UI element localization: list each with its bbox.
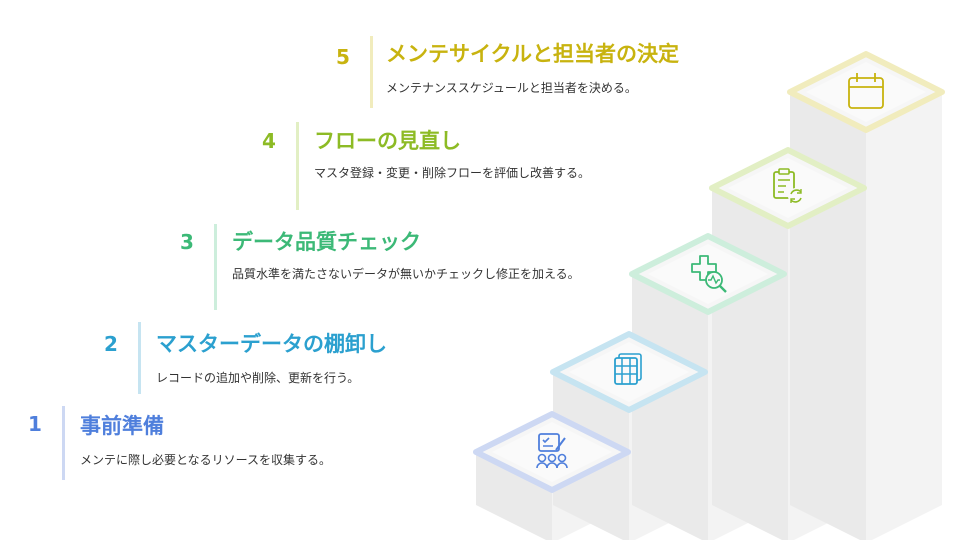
step-title: 事前準備 — [80, 414, 164, 438]
step-riser-left — [476, 452, 552, 540]
step-riser-right — [866, 92, 942, 540]
step-top-inner — [728, 158, 848, 218]
calendar-icon — [848, 73, 884, 109]
step-number: 1 — [28, 412, 42, 436]
health-check-icon — [691, 255, 727, 293]
step-title: メンテサイクルと担当者の決定 — [386, 42, 679, 66]
step-divider — [62, 406, 65, 480]
step-number: 4 — [262, 129, 276, 153]
clipboard-refresh-icon — [773, 168, 804, 204]
step-description: メンテナンススケジュールと担当者を決める。 — [386, 81, 637, 95]
checklist-people-icon — [536, 433, 568, 469]
step-description: メンテに際し必要となるリソースを収集する。 — [80, 453, 332, 467]
spreadsheet-icon — [614, 353, 642, 385]
step-title: データ品質チェック — [232, 230, 421, 254]
step-title: マスターデータの棚卸し — [156, 332, 387, 356]
step-riser-left — [632, 274, 708, 540]
step-divider — [138, 322, 141, 394]
step-top-inner — [492, 422, 612, 482]
step-description: マスタ登録・変更・削除フローを評価し改善する。 — [314, 166, 591, 180]
step-description: 品質水準を満たさないデータが無いかチェックし修正を加える。 — [232, 267, 580, 281]
step-top-inner — [806, 62, 926, 122]
step-number: 3 — [180, 230, 194, 254]
step-number: 2 — [104, 332, 118, 356]
step-divider — [214, 224, 217, 310]
step-number: 5 — [336, 45, 350, 69]
step-description: レコードの追加や削除、更新を行う。 — [156, 371, 360, 385]
step-divider — [370, 36, 373, 108]
step-divider — [296, 122, 299, 210]
step-title: フローの見直し — [314, 129, 461, 153]
